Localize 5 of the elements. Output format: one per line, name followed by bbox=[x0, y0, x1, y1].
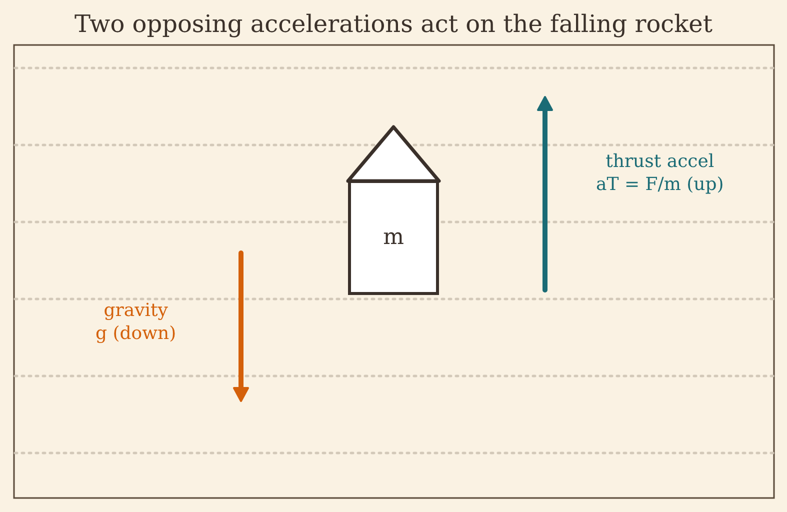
rocket-body: m bbox=[348, 180, 439, 295]
nose-cone bbox=[346, 125, 441, 183]
diagram-title: Two opposing accelerations act on the falling rocket bbox=[74, 10, 712, 38]
arrow-label: gravity g (down) bbox=[96, 299, 176, 345]
arrow-label: thrust accel aT = F/m (up) bbox=[596, 150, 724, 196]
